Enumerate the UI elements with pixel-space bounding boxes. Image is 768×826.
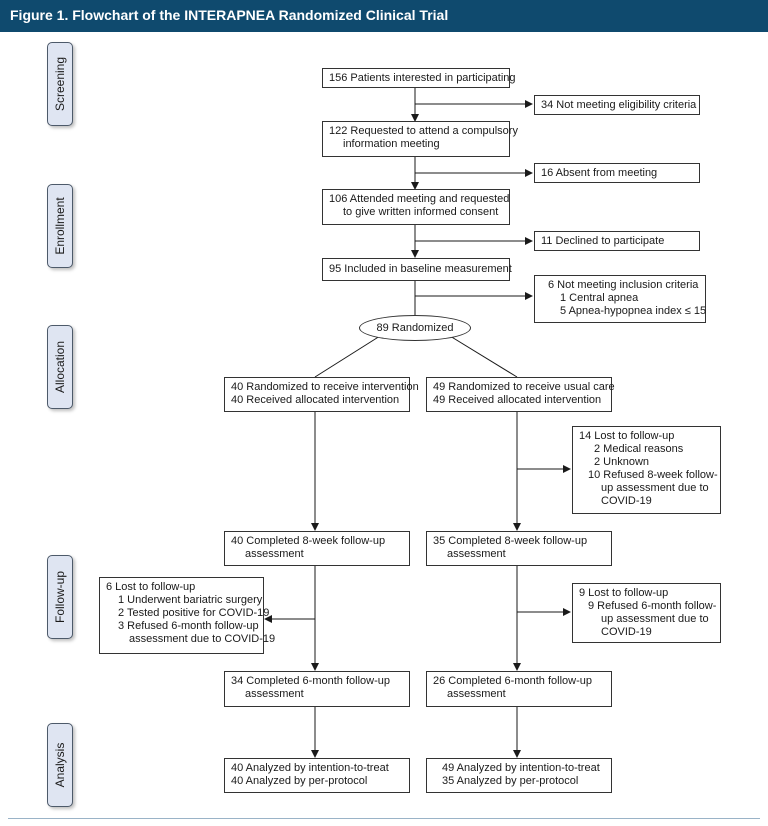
box-usual-lost-8wk-line-4: 10 Refused 8-week follow- bbox=[588, 469, 718, 481]
box-usual-8wk: 35 Completed 8-week follow-up assessment bbox=[426, 531, 612, 566]
box-usual-analyzed-line-1: 49 Analyzed by intention-to-treat bbox=[442, 762, 600, 774]
stage-followup: Follow-up bbox=[47, 555, 73, 639]
box-not-inclusion-line-2: 1 Central apnea bbox=[560, 292, 639, 304]
box-baseline-text: 95 Included in baseline measurement bbox=[329, 263, 512, 275]
box-usual-lost-8wk-line-2: 2 Medical reasons bbox=[594, 443, 684, 455]
box-usual-lost-8wk-line-3: 2 Unknown bbox=[594, 456, 650, 468]
box-not-inclusion-line-1: 6 Not meeting inclusion criteria bbox=[548, 279, 699, 291]
box-intervention-6mo-line-1: 34 Completed 6-month follow-up bbox=[231, 675, 390, 687]
box-intervention-8wk-line-2: assessment bbox=[245, 548, 304, 560]
box-usual-lost-8wk-line-1: 14 Lost to follow-up bbox=[579, 430, 675, 442]
box-absent: 16 Absent from meeting bbox=[534, 163, 700, 183]
stage-screening: Screening bbox=[47, 42, 73, 126]
box-usual-lost-8wk-line-6: COVID-19 bbox=[601, 495, 652, 507]
box-attended-line-1: 106 Attended meeting and requested bbox=[329, 193, 510, 205]
box-attended-line-2: to give written informed consent bbox=[343, 206, 499, 218]
box-usual-lost-8wk-line-5: up assessment due to bbox=[601, 482, 709, 494]
box-intervention-lost-6mo-line-1: 6 Lost to follow-up bbox=[106, 581, 196, 593]
box-intervention-allocated-line-2: 40 Received allocated intervention bbox=[231, 394, 400, 406]
box-intervention-allocated-line-1: 40 Randomized to receive intervention bbox=[231, 381, 419, 393]
box-attended: 106 Attended meeting and requested to gi… bbox=[322, 189, 510, 225]
box-declined: 11 Declined to participate bbox=[534, 231, 700, 251]
box-baseline: 95 Included in baseline measurement bbox=[322, 258, 512, 281]
figure-header: Figure 1. Flowchart of the INTERAPNEA Ra… bbox=[0, 0, 768, 32]
box-usual-lost-6mo: 9 Lost to follow-up 9 Refused 6-month fo… bbox=[572, 583, 721, 643]
box-intervention-8wk: 40 Completed 8-week follow-up assessment bbox=[224, 531, 410, 566]
box-usual-6mo-line-1: 26 Completed 6-month follow-up bbox=[433, 675, 592, 687]
box-intervention-6mo-line-2: assessment bbox=[245, 688, 304, 700]
box-usual-allocated-line-2: 49 Received allocated intervention bbox=[433, 394, 602, 406]
box-usual-lost-6mo-line-1: 9 Lost to follow-up bbox=[579, 587, 669, 599]
randomized-node: 89 Randomized bbox=[359, 315, 471, 341]
box-usual-allocated: 49 Randomized to receive usual care 49 R… bbox=[426, 377, 615, 412]
box-requested-meeting-line-1: 122 Requested to attend a compulsory bbox=[329, 125, 518, 137]
box-usual-6mo-line-2: assessment bbox=[447, 688, 506, 700]
box-not-inclusion-line-3: 5 Apnea-hypopnea index ≤ 15 bbox=[560, 305, 707, 317]
box-not-eligible: 34 Not meeting eligibility criteria bbox=[534, 95, 700, 115]
figure-title: Figure 1. Flowchart of the INTERAPNEA Ra… bbox=[10, 7, 449, 23]
box-intervention-allocated: 40 Randomized to receive intervention 40… bbox=[224, 377, 419, 412]
footer-divider bbox=[8, 818, 760, 819]
box-usual-8wk-line-1: 35 Completed 8-week follow-up bbox=[433, 535, 588, 547]
box-interested-text: 156 Patients interested in participating bbox=[329, 72, 516, 84]
box-usual-lost-8wk: 14 Lost to follow-up 2 Medical reasons 2… bbox=[572, 426, 721, 514]
box-usual-8wk-line-2: assessment bbox=[447, 548, 506, 560]
box-intervention-lost-6mo-line-5: assessment due to COVID-19 bbox=[129, 633, 276, 645]
box-intervention-lost-6mo-line-3: 2 Tested positive for COVID-19 bbox=[118, 607, 270, 619]
line-randomized-to-usual-care bbox=[449, 335, 518, 378]
box-intervention-analyzed-line-2: 40 Analyzed by per-protocol bbox=[231, 775, 368, 787]
box-usual-allocated-line-1: 49 Randomized to receive usual care bbox=[433, 381, 615, 393]
box-usual-lost-6mo-line-2: 9 Refused 6-month follow- bbox=[588, 600, 717, 612]
box-intervention-8wk-line-1: 40 Completed 8-week follow-up bbox=[231, 535, 386, 547]
box-usual-analyzed-line-2: 35 Analyzed by per-protocol bbox=[442, 775, 579, 787]
box-not-eligible-text: 34 Not meeting eligibility criteria bbox=[541, 99, 697, 111]
box-requested-meeting: 122 Requested to attend a compulsory inf… bbox=[322, 121, 518, 157]
box-intervention-lost-6mo-line-4: 3 Refused 6-month follow-up bbox=[118, 620, 259, 632]
box-intervention-analyzed: 40 Analyzed by intention-to-treat 40 Ana… bbox=[224, 758, 410, 793]
box-not-inclusion: 6 Not meeting inclusion criteria 1 Centr… bbox=[534, 275, 706, 323]
box-usual-lost-6mo-line-4: COVID-19 bbox=[601, 626, 652, 638]
box-intervention-lost-6mo-line-2: 1 Underwent bariatric surgery bbox=[118, 594, 263, 606]
box-usual-lost-6mo-line-3: up assessment due to bbox=[601, 613, 709, 625]
stage-allocation: Allocation bbox=[47, 325, 73, 409]
stage-analysis: Analysis bbox=[47, 723, 73, 807]
line-randomized-to-intervention bbox=[314, 335, 381, 378]
box-usual-analyzed: 49 Analyzed by intention-to-treat 35 Ana… bbox=[426, 758, 612, 793]
box-interested: 156 Patients interested in participating bbox=[322, 68, 516, 88]
box-intervention-lost-6mo: 6 Lost to follow-up 1 Underwent bariatri… bbox=[99, 577, 276, 654]
box-requested-meeting-line-2: information meeting bbox=[343, 138, 440, 150]
box-absent-text: 16 Absent from meeting bbox=[541, 167, 658, 179]
stage-enrollment: Enrollment bbox=[47, 184, 73, 268]
box-intervention-analyzed-line-1: 40 Analyzed by intention-to-treat bbox=[231, 762, 389, 774]
box-declined-text: 11 Declined to participate bbox=[541, 235, 665, 247]
box-intervention-6mo: 34 Completed 6-month follow-up assessmen… bbox=[224, 671, 410, 707]
randomized-text: 89 Randomized bbox=[376, 322, 454, 334]
box-usual-6mo: 26 Completed 6-month follow-up assessmen… bbox=[426, 671, 612, 707]
